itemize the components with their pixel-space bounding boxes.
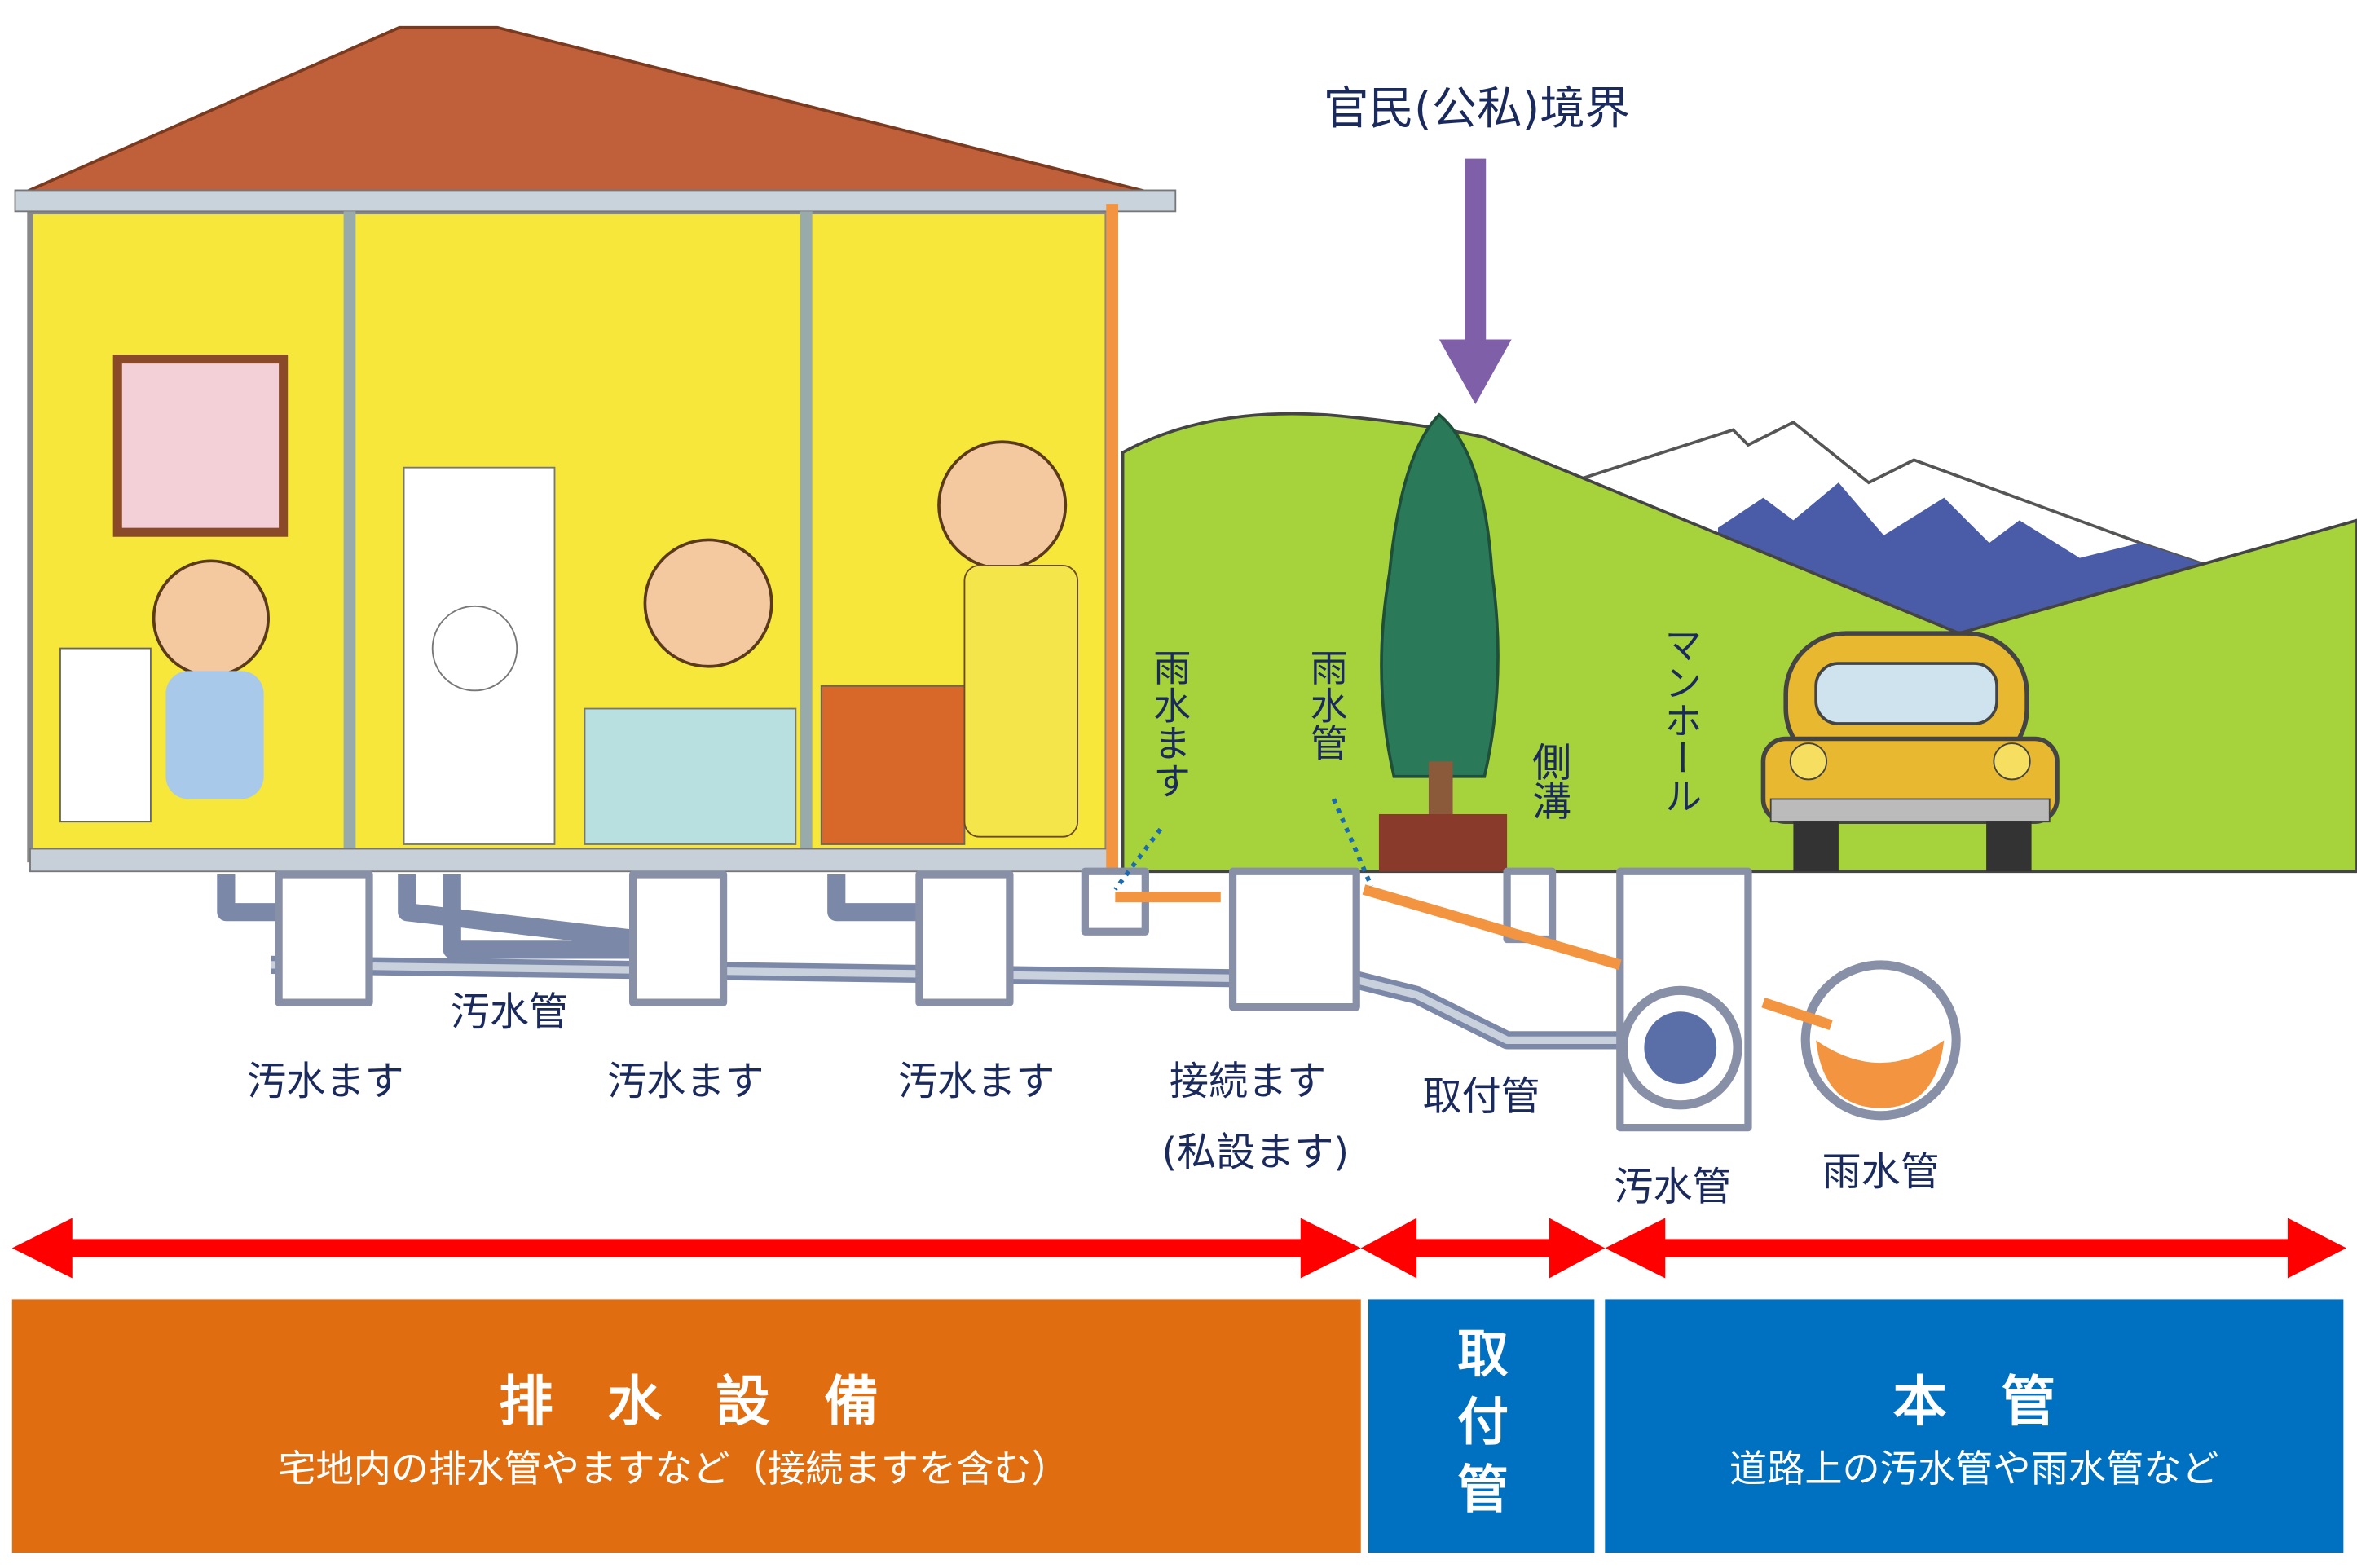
roof-eave xyxy=(14,189,1177,213)
label-lateral-pipe: 取付管 xyxy=(1423,1073,1540,1119)
sewer-pipe xyxy=(217,874,1673,1050)
house xyxy=(14,25,1177,883)
section-main: 本 管 道路上の汚水管や雨水管など xyxy=(1605,1299,2344,1553)
person-body xyxy=(165,671,264,799)
range-arrow-main xyxy=(1605,1218,2347,1279)
label-manhole: マンホール xyxy=(1659,626,1703,814)
section-subtitle: 道路上の汚水管や雨水管など xyxy=(1729,1447,2219,1491)
section-title: 排 水 設 備 xyxy=(499,1369,879,1433)
label-connection-basin-note: (私設ます) xyxy=(1161,1130,1349,1175)
label-sewage-pipe-house: 汚水管 xyxy=(451,989,568,1035)
toilet xyxy=(59,647,152,823)
room-divider xyxy=(343,211,356,860)
kitchen-counter xyxy=(820,685,966,845)
label-main-storm-pipe: 雨水管 xyxy=(1822,1149,1940,1195)
person-body xyxy=(963,564,1079,838)
pipes xyxy=(217,798,1961,1132)
storm-pipe xyxy=(1115,884,1833,1030)
label-side-ditch: 側溝 xyxy=(1525,742,1571,820)
section-title-char: 取 xyxy=(1457,1324,1509,1384)
person-head xyxy=(152,559,270,677)
person-head xyxy=(937,440,1068,570)
range-arrow-drainage xyxy=(11,1218,1361,1279)
section-subtitle: 宅地内の排水管やますなど（接続ますを含む） xyxy=(278,1447,1069,1491)
window xyxy=(112,355,289,537)
downspout xyxy=(1106,204,1119,883)
landscape xyxy=(1121,412,2357,874)
section-lateral: 取 付 管 xyxy=(1368,1299,1595,1553)
label-connection-basin: 接続ます xyxy=(1170,1059,1326,1104)
sewage-basins xyxy=(275,867,1752,1132)
label-main-sewage-pipe: 汚水管 xyxy=(1614,1164,1731,1209)
range-arrow-lateral xyxy=(1360,1218,1606,1279)
label-rain-pipe: 雨水管 xyxy=(1304,649,1348,762)
car xyxy=(1760,631,2060,872)
section-drainage: 排 水 設 備 宅地内の排水管やますなど（接続ますを含む） xyxy=(11,1299,1361,1553)
floor xyxy=(29,848,1109,873)
section-title: 本 管 xyxy=(1892,1369,2055,1433)
label-sewage-basin: 汚水ます xyxy=(247,1059,403,1104)
person-head xyxy=(431,605,518,692)
label-sewage-basin: 汚水ます xyxy=(607,1059,764,1104)
label-sewage-basin: 汚水ます xyxy=(898,1059,1055,1104)
bathtub xyxy=(584,707,797,845)
label-rain-basin: 雨水ます xyxy=(1148,649,1192,799)
person-head xyxy=(643,538,773,668)
section-title-char: 管 xyxy=(1457,1460,1509,1520)
range-arrows xyxy=(11,1218,2347,1279)
room-divider xyxy=(800,211,813,860)
roof xyxy=(21,25,1154,195)
section-title-char: 付 xyxy=(1457,1392,1509,1451)
tree xyxy=(1378,412,1508,872)
boundary-label: 官民(公私)境界 xyxy=(1324,83,1630,135)
boundary-arrow-icon xyxy=(1438,158,1512,405)
